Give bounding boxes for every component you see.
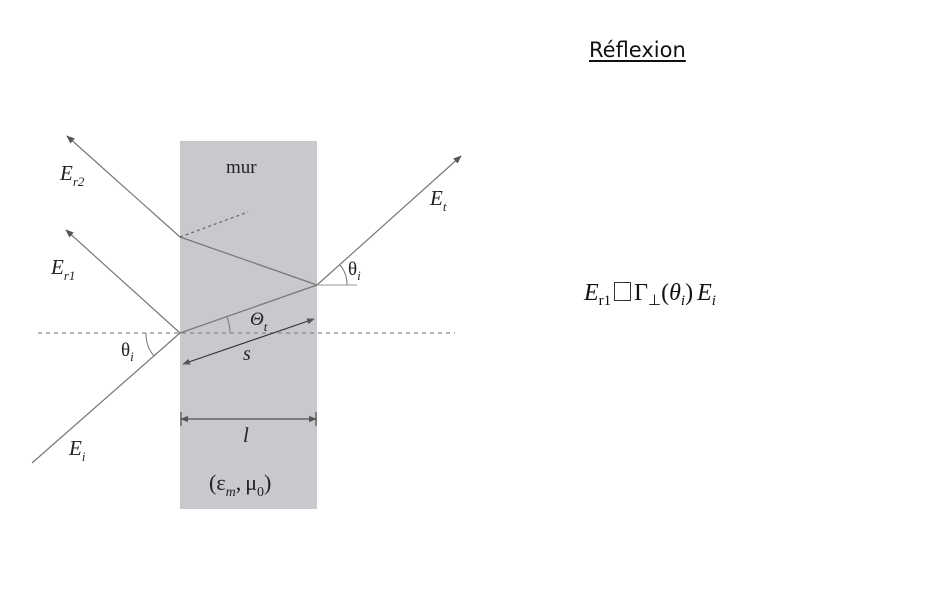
incident-angle-arc <box>145 332 155 357</box>
formula-e2-symbol: E <box>697 280 712 306</box>
l-label: l <box>243 423 249 447</box>
et-label: Et <box>429 186 447 214</box>
refraction-angle-label: Θt <box>250 309 268 334</box>
formula-theta-symbol: θ <box>669 280 681 306</box>
medium-parameters-label: (εm,μ0) <box>209 470 271 500</box>
formula-i2-subscript: i <box>711 293 716 309</box>
incident-angle-label: θi <box>121 340 134 364</box>
s-label: s <box>243 343 251 365</box>
formula-perp-subscript: ⊥ <box>648 293 662 309</box>
internal-reflection-ray <box>179 236 318 286</box>
er1-label: Er1 <box>50 255 75 283</box>
slide-title: Réflexion <box>589 38 686 62</box>
reflected-ray-1 <box>65 229 181 334</box>
internal-dotted-ray <box>179 211 249 238</box>
transmitted-ray <box>316 155 462 286</box>
unknown-operator-box <box>614 282 632 301</box>
formula-lparen: ( <box>661 280 670 306</box>
formula-e-symbol: E <box>584 280 599 306</box>
exit-angle-label: θi <box>348 259 361 283</box>
incident-ray <box>31 332 181 464</box>
formula-rparen: ) <box>685 280 694 306</box>
wall-label: mur <box>226 157 257 178</box>
s-dimension-arrow <box>182 318 315 365</box>
reflected-ray-2 <box>66 135 181 238</box>
ei-label: Ei <box>68 436 86 464</box>
formula-i-subscript: i <box>680 293 686 309</box>
formula-gamma-symbol: Γ <box>634 280 649 306</box>
exit-angle-arc <box>339 264 348 286</box>
er2-label: Er2 <box>59 161 85 189</box>
formula-r1-subscript: r1 <box>598 293 612 309</box>
